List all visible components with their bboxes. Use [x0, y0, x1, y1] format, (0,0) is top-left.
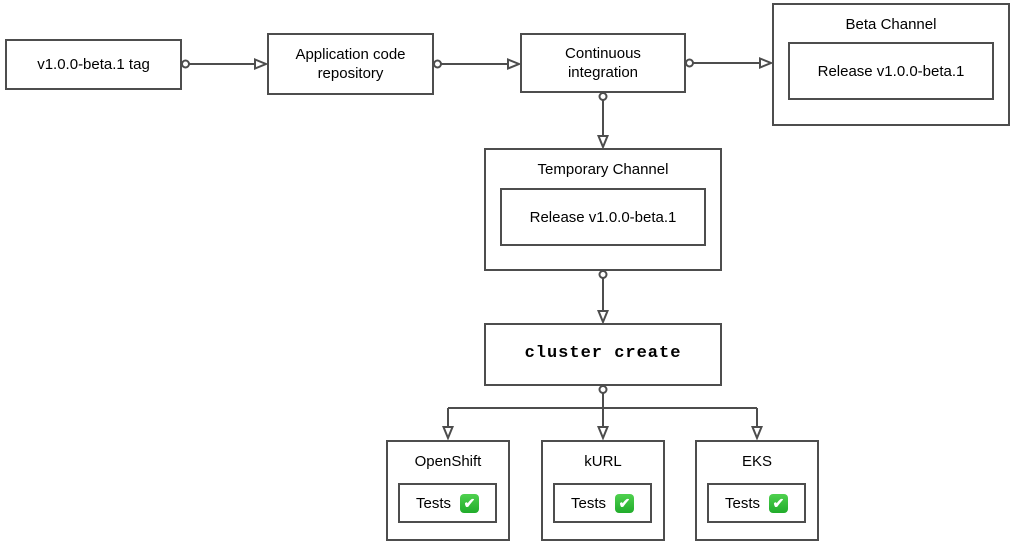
group-cluster-eks: EKS Tests ✔ [695, 440, 819, 541]
connector-tag-to-repo [181, 58, 269, 70]
check-icon: ✔ [769, 493, 788, 513]
openshift-tests-label: Tests [415, 494, 451, 512]
kurl-tests-label: Tests [570, 494, 606, 512]
node-app-code-repository: Application code repository [267, 33, 434, 95]
connector-repo-to-ci [433, 58, 522, 70]
openshift-title: OpenShift [414, 453, 482, 470]
group-cluster-kurl: kURL Tests ✔ [541, 440, 665, 541]
openshift-tests-box: Tests ✔ [398, 483, 497, 523]
group-beta-channel: Beta Channel Release v1.0.0-beta.1 [772, 3, 1010, 126]
eks-tests-box: Tests ✔ [707, 483, 806, 523]
connector-ci-to-beta-channel [685, 57, 774, 69]
eks-title: EKS [741, 453, 772, 470]
cluster-create-label: cluster create [524, 344, 682, 364]
connector-ci-to-temp-channel [597, 92, 609, 150]
connector-temp-channel-to-cluster-create [597, 270, 609, 325]
node-continuous-integration: Continuous integration [520, 33, 686, 93]
node-cluster-create: cluster create [484, 323, 722, 386]
group-temporary-channel: Temporary Channel Release v1.0.0-beta.1 [484, 148, 722, 271]
beta-channel-title: Beta Channel [845, 16, 937, 33]
kurl-title: kURL [584, 453, 622, 470]
eks-tests-label: Tests [724, 494, 760, 512]
connector-cluster-create-to-clusters [442, 385, 763, 441]
kurl-tests-box: Tests ✔ [553, 483, 652, 523]
check-icon: ✔ [460, 493, 479, 513]
check-icon: ✔ [615, 493, 634, 513]
temporary-channel-release-box: Release v1.0.0-beta.1 [500, 188, 706, 246]
node-version-tag: v1.0.0-beta.1 tag [5, 39, 182, 90]
group-cluster-openshift: OpenShift Tests ✔ [386, 440, 510, 541]
beta-channel-release-box: Release v1.0.0-beta.1 [788, 42, 994, 100]
temporary-channel-title: Temporary Channel [537, 161, 669, 178]
